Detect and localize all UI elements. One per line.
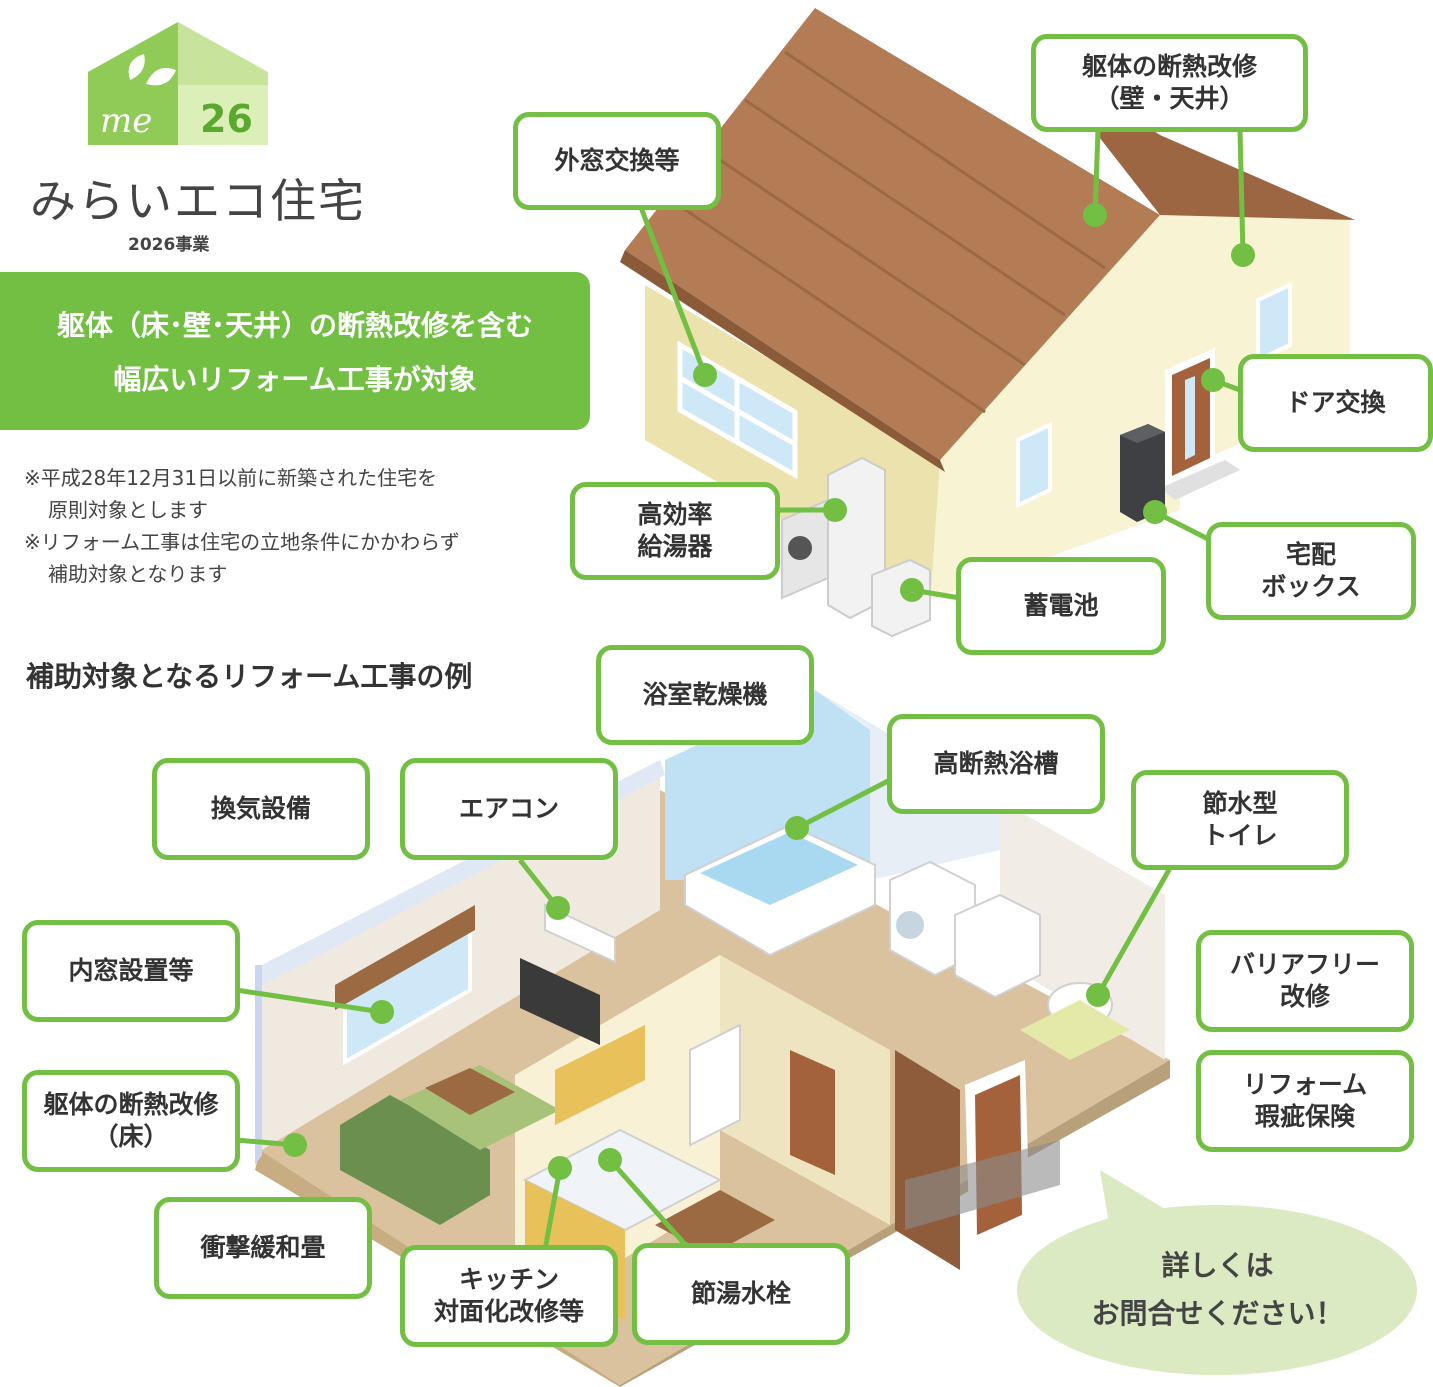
label-outer-window: 外窓交換等: [513, 112, 721, 210]
section-title: 補助対象となるリフォーム工事の例: [26, 660, 473, 693]
hero-banner: 躯体（床･壁･天井）の断熱改修を含む 幅広いリフォーム工事が対象: [0, 272, 590, 430]
hero-line-1: 躯体（床･壁･天井）の断熱改修を含む: [56, 309, 533, 342]
logo-badge-number: 26: [200, 97, 253, 141]
label-faucet: 節湯水栓: [632, 1243, 850, 1345]
label-air-conditioner: エアコン: [400, 758, 618, 860]
label-water-heater: 高効率 給湯器: [570, 482, 780, 580]
note-line: 原則対象とします: [48, 498, 208, 522]
label-bathroom-dryer: 浴室乾燥機: [596, 645, 814, 745]
notes: ※平成28年12月31日以前に新築された住宅を 原則対象とします ※リフォーム工…: [24, 462, 460, 590]
contact-bubble: 詳しくは お問合せください！: [1020, 1205, 1415, 1375]
speech-bubble-shape: [1017, 1170, 1417, 1375]
label-ventilation: 換気設備: [152, 758, 370, 860]
label-battery: 蓄電池: [956, 557, 1166, 655]
logo-badge: me 26: [88, 22, 268, 145]
label-reform-insurance: リフォーム 瑕疵保険: [1196, 1050, 1414, 1152]
connector-lines: [235, 129, 1246, 1252]
label-insulated-bathtub: 高断熱浴槽: [887, 714, 1105, 814]
note-line: 補助対象となります: [48, 562, 228, 586]
hero-line-2: 幅広いリフォーム工事が対象: [113, 363, 477, 396]
label-water-saving-toilet: 節水型 トイレ: [1131, 770, 1349, 870]
note-line: ※リフォーム工事は住宅の立地条件にかかわらず: [24, 530, 460, 554]
bubble-line-1: 詳しくは: [1161, 1249, 1274, 1282]
logo-subtitle: 2026事業: [128, 235, 210, 255]
label-tatami: 衝撃緩和畳: [154, 1197, 372, 1299]
logo-badge-text: me: [100, 101, 152, 141]
label-barrier-free: バリアフリー 改修: [1196, 930, 1414, 1032]
bubble-line-2: お問合せください！: [1091, 1297, 1344, 1330]
label-kitchen: キッチン 対面化改修等: [400, 1245, 618, 1347]
note-line: ※平成28年12月31日以前に新築された住宅を: [24, 466, 438, 490]
label-door: ドア交換: [1238, 354, 1433, 452]
exterior-house: [620, 8, 1355, 638]
label-body-insulation-wall-ceiling: 躯体の断熱改修 （壁・天井）: [1031, 34, 1308, 132]
logo-title: みらいエコ住宅: [30, 174, 366, 228]
connector-dots: [283, 203, 1255, 1180]
label-body-insulation-floor: 躯体の断熱改修 （床）: [22, 1070, 240, 1172]
label-delivery-box: 宅配 ボックス: [1206, 522, 1416, 620]
label-inner-window: 内窓設置等: [22, 920, 240, 1022]
